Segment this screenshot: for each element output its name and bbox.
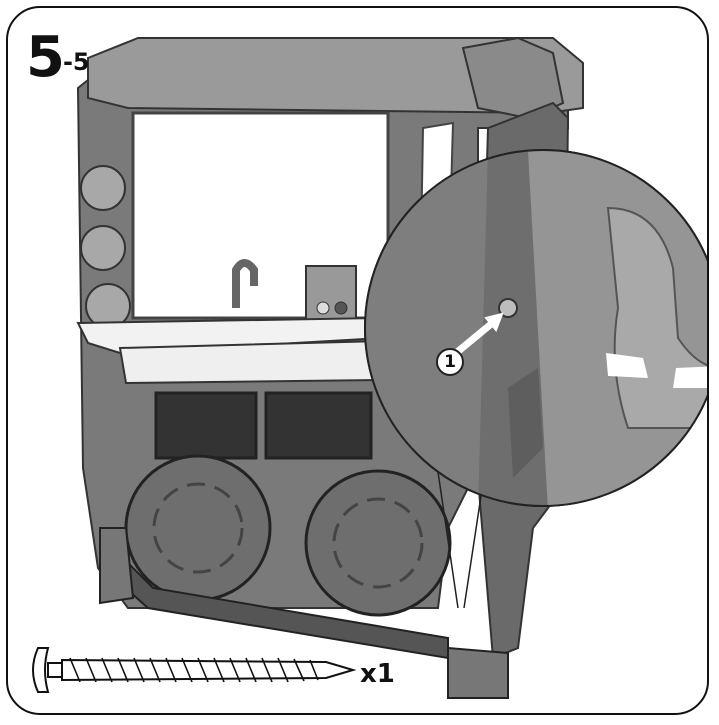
wheel-left — [124, 454, 272, 602]
screw-head-icon — [498, 298, 518, 318]
foot — [99, 527, 135, 605]
step-main-number: 5 — [26, 25, 65, 90]
callout-number: 1 — [436, 348, 464, 376]
dial-icon — [80, 165, 126, 211]
dial-icon — [80, 225, 126, 271]
hardware-quantity: x1 — [360, 659, 395, 689]
oven-window-right — [264, 391, 373, 460]
roof-cap — [461, 36, 565, 120]
wheel-right — [304, 469, 452, 617]
faucet-icon — [232, 259, 258, 308]
counter-top — [118, 339, 385, 385]
knob-icon — [334, 301, 348, 315]
step-sub-number: -5 — [62, 48, 90, 76]
screw-icon — [32, 647, 357, 693]
oven-window-left — [154, 391, 258, 460]
wheel-rim-right — [332, 497, 424, 589]
instruction-panel: 5-5 1 x1 — [6, 6, 709, 715]
arrow-icon — [453, 317, 499, 356]
assembly-illustration — [32, 36, 707, 699]
roof-rail — [87, 37, 584, 115]
knob-icon — [316, 301, 330, 315]
foot — [447, 646, 509, 699]
wheel-rim-left — [152, 482, 244, 574]
zoom-detail — [364, 149, 707, 507]
step-number: 5-5 — [26, 30, 90, 86]
arrow-head-icon — [484, 312, 504, 332]
